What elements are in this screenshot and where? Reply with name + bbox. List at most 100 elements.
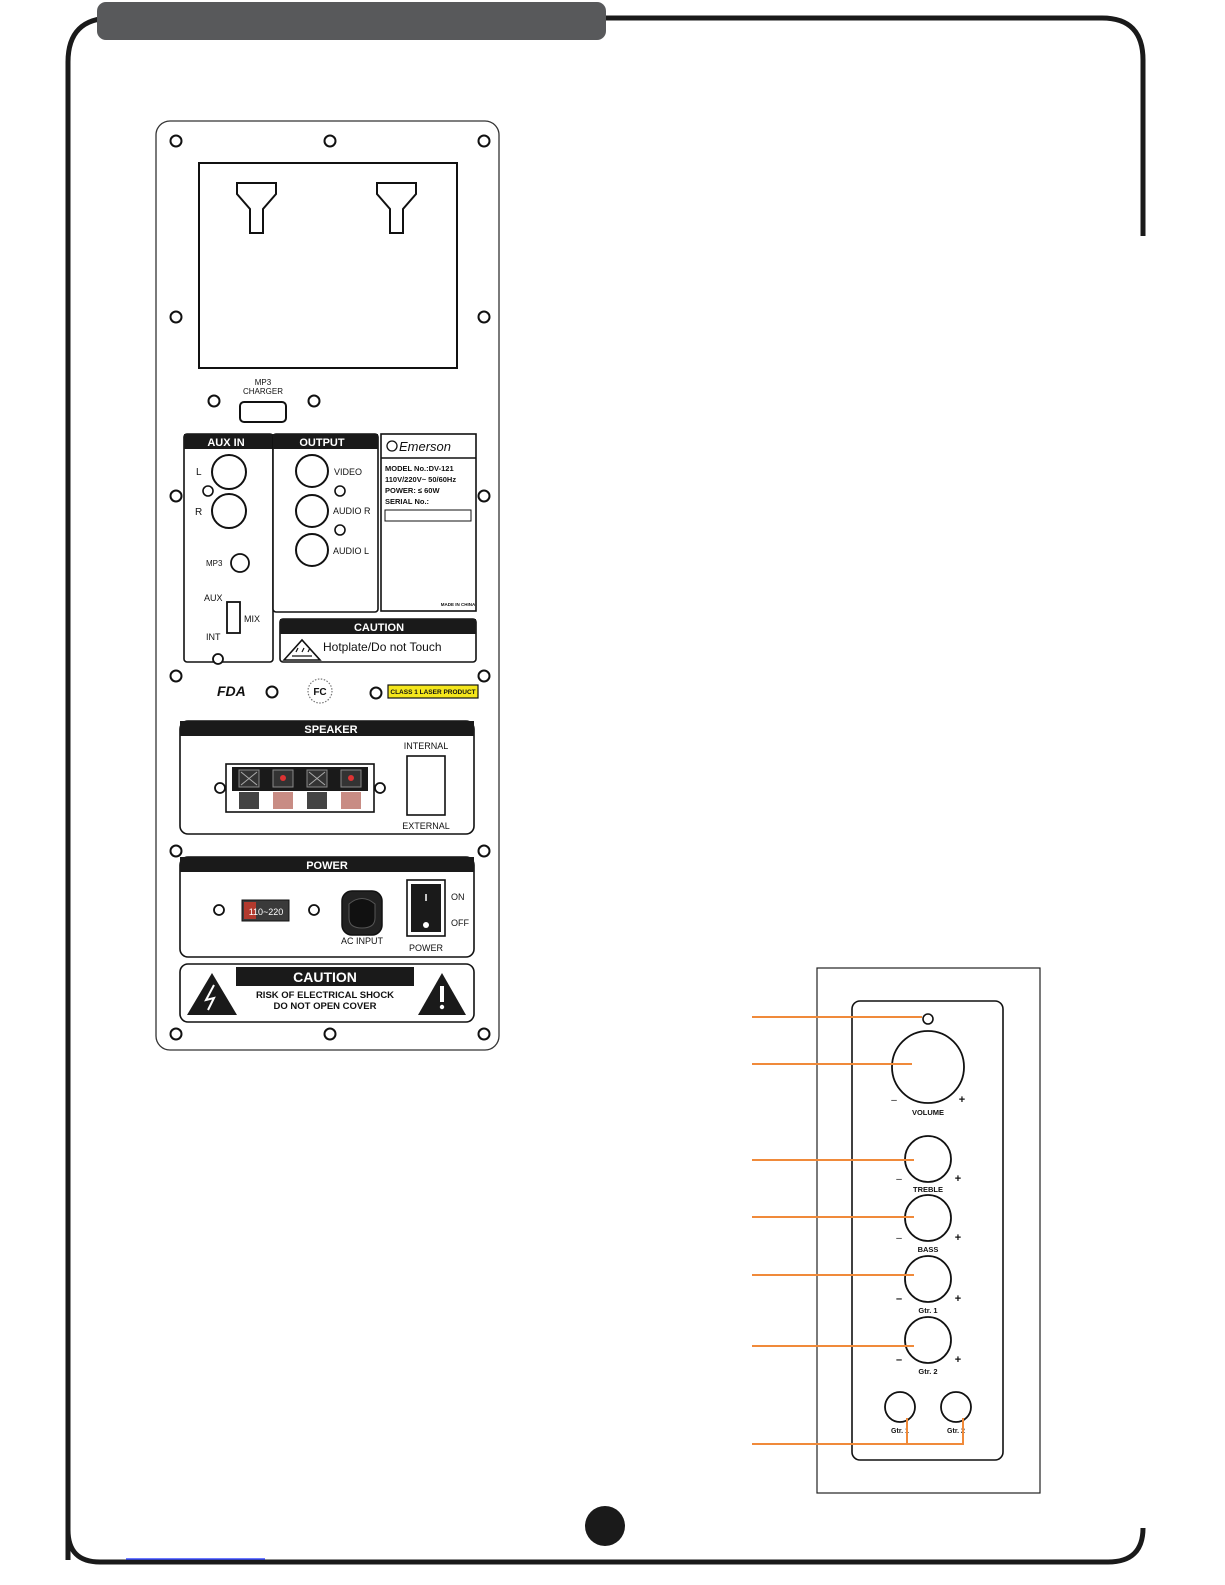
screw-hole [169, 310, 183, 324]
screw-hole [369, 686, 383, 700]
ac-input-label: AC INPUT [341, 936, 384, 946]
callout-guitar-jacks [752, 1418, 964, 1445]
aux-left-jack[interactable] [211, 454, 247, 490]
ac-input-socket[interactable] [341, 890, 383, 936]
rear-panel: MP3 CHARGER AUX IN L R MP3 AUX MIX INT [155, 120, 500, 1051]
screw-hole [374, 782, 386, 794]
terminal-clip-red[interactable] [340, 769, 362, 809]
bass-label: BASS [918, 1245, 939, 1254]
screw-hole [477, 489, 491, 503]
mp3-label: MP3 [206, 559, 223, 568]
header-tab [97, 2, 606, 40]
aux-mode-switch[interactable] [226, 601, 241, 634]
output-title: OUTPUT [299, 437, 345, 449]
gtr2-plus: + [955, 1354, 961, 1366]
speaker-section: SPEAKER INTERNAL EXTERNAL [179, 720, 475, 835]
audio-r-out-label: AUDIO R [333, 506, 371, 516]
gtr1-volume-knob[interactable] [904, 1255, 952, 1303]
screw-hole [169, 844, 183, 858]
screw-hole [212, 653, 224, 665]
screw-hole [477, 134, 491, 148]
screw-hole [213, 904, 225, 916]
gtr2-volume-knob[interactable] [904, 1316, 952, 1364]
gtr1-input-jack[interactable] [884, 1391, 916, 1423]
power-section: POWER 110~220 AC INPUT I ON OFF POWER [179, 856, 475, 958]
brand-name: Emerson [399, 439, 451, 454]
mounting-slot [236, 182, 277, 234]
screw-hole [214, 782, 226, 794]
aux-right-label: R [195, 507, 202, 518]
screw-hole [307, 394, 321, 408]
power-rating: POWER: ≤ 60W [385, 486, 440, 495]
shock-caution: CAUTION RISK OF ELECTRICAL SHOCK DO NOT … [179, 963, 475, 1023]
treble-plus: + [955, 1173, 961, 1185]
bass-minus: – [896, 1233, 902, 1244]
heatsink-plate [198, 162, 458, 369]
hotplate-caution-text: Hotplate/Do not Touch [323, 640, 442, 654]
fc-logo: FC [313, 687, 326, 698]
gtr1-plus: + [955, 1293, 961, 1305]
treble-minus: – [896, 1174, 902, 1185]
terminal-clip-black[interactable] [306, 769, 328, 809]
treble-label: TREBLE [913, 1185, 943, 1194]
screw-hole [323, 134, 337, 148]
serial-number-label: SERIAL No.: [385, 497, 429, 506]
screw-holes [169, 134, 491, 1041]
screw-hole [169, 489, 183, 503]
off-glyph-icon [423, 922, 429, 928]
callout-lines [752, 1016, 964, 1445]
volume-minus: – [891, 1095, 897, 1106]
emerson-logo-icon [386, 440, 398, 452]
screw-hole [169, 134, 183, 148]
aux-right-jack[interactable] [211, 493, 247, 529]
internal-external-switch[interactable] [406, 755, 446, 816]
screw-hole [207, 394, 221, 408]
external-label: EXTERNAL [402, 821, 450, 831]
gtr2-input-jack[interactable] [940, 1391, 972, 1423]
mp3-charger-port[interactable] [239, 401, 287, 423]
screw-hole [477, 310, 491, 324]
mp3-charger-label-line2: CHARGER [243, 387, 283, 396]
hotplate-caution: CAUTION Hotplate/Do not Touch [279, 618, 477, 663]
terminal-clip-black[interactable] [238, 769, 260, 809]
shock-caution-line1: RISK OF ELECTRICAL SHOCK [256, 990, 394, 1001]
screw-hole [169, 1027, 183, 1041]
made-in-label: MADE IN CHINA [441, 602, 476, 607]
hotplate-caution-title: CAUTION [354, 622, 404, 634]
screw-hole [265, 685, 279, 699]
fcc-seal-icon [307, 678, 333, 704]
power-led-indicator [922, 1013, 934, 1025]
serial-number-box [384, 509, 472, 522]
laser-class-text: CLASS 1 LASER PRODUCT [390, 689, 475, 696]
screw-hole [308, 904, 320, 916]
shock-caution-line2: DO NOT OPEN COVER [274, 1001, 377, 1012]
off-label: OFF [451, 918, 469, 928]
aux-indicator-hole [202, 485, 214, 497]
video-out-jack[interactable] [295, 454, 329, 488]
audio-l-out-jack[interactable] [295, 533, 329, 567]
int-mode-label: INT [206, 632, 221, 642]
screw-hole [477, 669, 491, 683]
shock-caution-title: CAUTION [293, 969, 357, 985]
voltage-selector-label: 110~220 [249, 907, 284, 917]
gtr2-minus: – [896, 1354, 902, 1366]
voltage-rating: 110V/220V~ 50/60Hz [385, 475, 456, 484]
power-rocker-switch[interactable]: I [406, 879, 446, 937]
gtr2-label: Gtr. 2 [918, 1367, 937, 1376]
screw-hole [477, 1027, 491, 1041]
mounting-slot [376, 182, 417, 234]
gtr1-minus: – [896, 1293, 902, 1305]
on-label: ON [451, 892, 465, 902]
mp3-input-jack[interactable] [230, 553, 250, 573]
output-section: OUTPUT VIDEO AUDIO R AUDIO L [272, 433, 379, 613]
volume-label: VOLUME [912, 1108, 944, 1117]
on-glyph: I [425, 893, 428, 904]
internal-label: INTERNAL [404, 741, 449, 751]
terminal-clip-red[interactable] [272, 769, 294, 809]
screw-hole [323, 1027, 337, 1041]
laser-class-label [387, 684, 479, 699]
audio-r-out-jack[interactable] [295, 494, 329, 528]
volume-knob[interactable] [891, 1030, 965, 1104]
aux-in-section: AUX IN L R MP3 AUX MIX INT [183, 433, 274, 665]
screw-hole [477, 844, 491, 858]
